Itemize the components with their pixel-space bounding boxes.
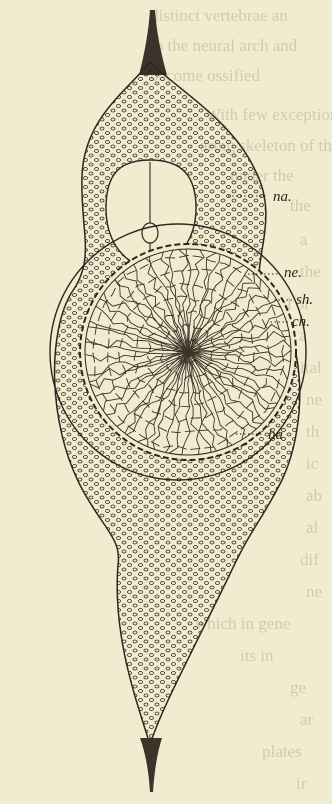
label-neural-arch: na. xyxy=(273,189,292,205)
label-notochord: ch. xyxy=(292,314,310,330)
label-neural-canal: ne. xyxy=(284,265,302,281)
ventral-spine-tip xyxy=(140,738,162,792)
label-sheath: sh. xyxy=(296,292,313,308)
label-haemal-arch: ha xyxy=(268,427,283,443)
